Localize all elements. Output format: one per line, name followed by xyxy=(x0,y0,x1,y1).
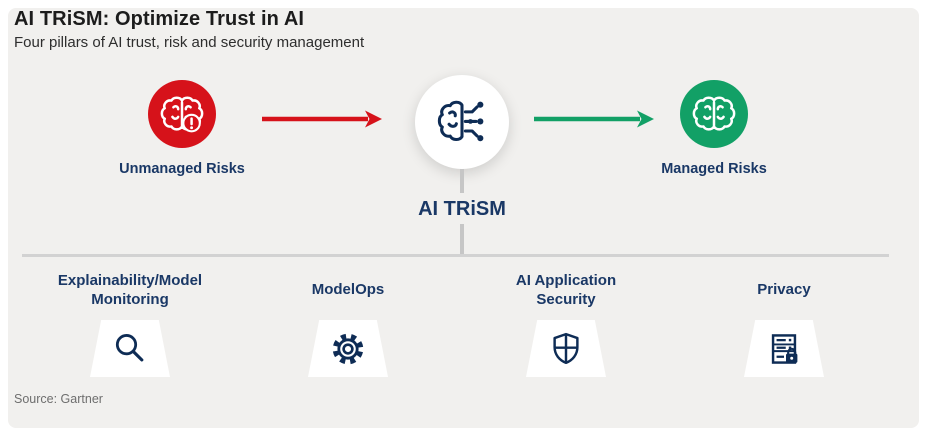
brain-circuit-icon xyxy=(435,95,489,149)
connector-line xyxy=(460,169,464,193)
page-title: AI TRiSM: Optimize Trust in AI xyxy=(14,8,305,30)
managed-risks-label: Managed Risks xyxy=(661,161,767,177)
pillars-row: Explainability/Model Monitoring ModelOps xyxy=(21,270,893,377)
pillar-label: Explainability/Model Monitoring xyxy=(57,271,203,309)
brain-icon xyxy=(691,91,737,137)
privacy-lock-icon xyxy=(763,328,805,370)
pillar-label: AI Application Security xyxy=(515,271,617,309)
node-managed-risks xyxy=(680,80,748,148)
pillar-ai-application-security: AI Application Security xyxy=(457,270,675,377)
pillar-explainability: Explainability/Model Monitoring xyxy=(21,270,239,377)
shield-icon xyxy=(545,328,587,370)
pillar-privacy: Privacy xyxy=(675,270,893,377)
pillar-pedestal xyxy=(744,320,824,377)
node-unmanaged-risks xyxy=(148,80,216,148)
red-arrow-icon xyxy=(258,108,386,130)
pillar-modelops: ModelOps xyxy=(239,270,457,377)
pillar-pedestal xyxy=(90,320,170,377)
source-note: Source: Gartner xyxy=(14,392,103,406)
pillar-label: Privacy xyxy=(757,281,811,299)
magnifier-icon xyxy=(109,328,151,370)
pillar-pedestal xyxy=(526,320,606,377)
brain-alert-icon xyxy=(159,91,205,137)
node-ai-trism xyxy=(415,75,509,169)
page-subtitle: Four pillars of AI trust, risk and secur… xyxy=(14,34,365,51)
pillar-label: ModelOps xyxy=(311,281,385,299)
connector-line xyxy=(460,224,464,254)
pillar-pedestal xyxy=(308,320,388,377)
gear-icon xyxy=(327,328,369,370)
pillars-divider xyxy=(22,254,889,257)
ai-trism-label: AI TRiSM xyxy=(418,198,506,220)
green-arrow-icon xyxy=(530,108,658,130)
unmanaged-risks-label: Unmanaged Risks xyxy=(119,161,245,177)
